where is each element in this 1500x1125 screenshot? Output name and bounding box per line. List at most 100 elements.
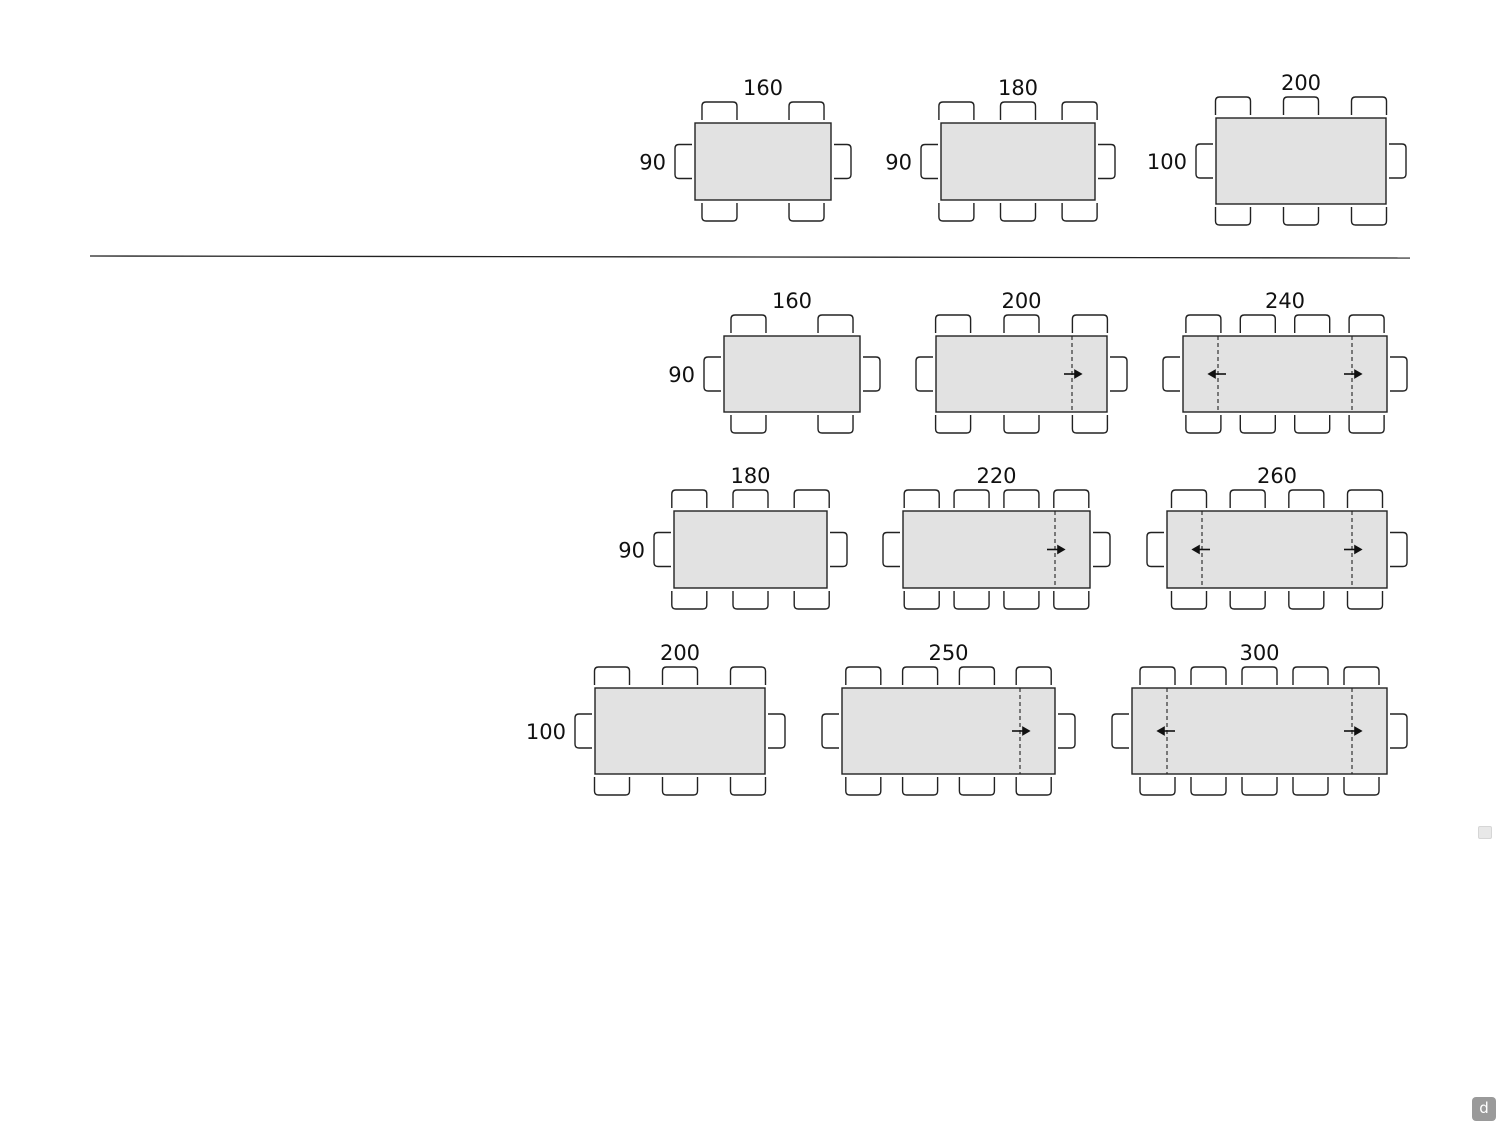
- tabletop: [940, 122, 1096, 201]
- chair-icon: [1346, 489, 1384, 508]
- table-length-label: 220: [976, 464, 1016, 488]
- chair-icon: [793, 591, 830, 610]
- chair-icon: [1348, 314, 1385, 333]
- chair-icon: [1390, 531, 1408, 568]
- chair-icon: [1294, 314, 1331, 333]
- table-diagram: 220: [882, 464, 1111, 610]
- chair-icon: [1058, 713, 1076, 749]
- table-diagram: 250: [821, 641, 1076, 796]
- chair-icon: [768, 713, 786, 749]
- tabletop: [694, 122, 832, 201]
- tabletop: [673, 510, 828, 589]
- d-logo-icon: d: [1472, 1097, 1496, 1121]
- chair-icon: [1214, 207, 1252, 226]
- chair-icon: [1146, 531, 1164, 568]
- chair-icon: [834, 143, 852, 180]
- table-diagram: 180 90: [885, 76, 1116, 222]
- chair-icon: [788, 203, 825, 222]
- arrowhead-icon: [1022, 726, 1031, 736]
- table-diagram: 200: [915, 289, 1128, 434]
- chair-icon: [701, 203, 738, 222]
- chair-icon: [901, 666, 939, 685]
- chair-icon: [671, 591, 708, 610]
- arrowhead-icon: [1354, 544, 1363, 555]
- table-diagram: 300: [1111, 641, 1408, 796]
- table-length-label: 250: [928, 641, 968, 665]
- table-length-label: 260: [1257, 464, 1297, 488]
- chair-icon: [730, 314, 767, 333]
- chair-icon: [661, 666, 699, 685]
- table-diagram: 260: [1146, 464, 1408, 610]
- tabletop: [902, 510, 1091, 589]
- chair-icon: [903, 591, 940, 610]
- table-diagram: 240: [1162, 289, 1408, 434]
- chair-icon: [732, 591, 769, 610]
- chair-icon: [593, 666, 631, 685]
- chair-icon: [901, 777, 939, 796]
- section-divider: [89, 255, 1411, 259]
- chair-icon: [732, 489, 769, 508]
- chair-icon: [953, 489, 990, 508]
- chair-icon: [1343, 666, 1380, 685]
- chair-icon: [1015, 777, 1052, 796]
- chair-icon: [817, 314, 854, 333]
- chair-icon: [1343, 777, 1380, 796]
- table-length-label: 180: [998, 76, 1038, 100]
- table-length-label: 200: [1001, 289, 1041, 313]
- chair-icon: [1214, 96, 1252, 115]
- chair-icon: [1162, 356, 1180, 392]
- chair-icon: [1390, 713, 1408, 749]
- table-width-label: 100: [526, 720, 566, 744]
- chair-icon: [934, 415, 972, 434]
- chair-icon: [1288, 489, 1325, 508]
- chair-icon: [1190, 666, 1227, 685]
- arrowhead-icon: [1207, 369, 1216, 379]
- chair-icon: [661, 777, 699, 796]
- chair-icon: [920, 143, 938, 180]
- tabletop: [1215, 117, 1387, 205]
- chair-icon: [674, 143, 692, 180]
- arrowhead-icon: [1057, 544, 1066, 555]
- chair-icon: [915, 356, 933, 392]
- chair-icon: [938, 101, 975, 120]
- tabletop: [594, 687, 766, 775]
- chair-icon: [1185, 415, 1222, 434]
- chair-icon: [845, 777, 882, 796]
- chair-icon: [1139, 777, 1176, 796]
- corner-mark-icon: [1478, 826, 1492, 839]
- chair-icon: [882, 531, 900, 568]
- chair-icon: [1292, 777, 1329, 796]
- chair-icon: [999, 203, 1037, 222]
- chair-icon: [1282, 96, 1320, 115]
- chair-icon: [1239, 314, 1276, 333]
- chair-icon: [1190, 777, 1227, 796]
- arrowhead-icon: [1354, 369, 1363, 379]
- chair-icon: [788, 101, 825, 120]
- chair-icon: [830, 531, 848, 568]
- table-length-label: 160: [743, 76, 783, 100]
- chair-icon: [1346, 591, 1384, 610]
- chair-icon: [1053, 489, 1090, 508]
- table-width-label: 90: [668, 363, 695, 387]
- chair-icon: [653, 531, 671, 568]
- chair-icon: [1003, 591, 1040, 610]
- chair-icon: [903, 489, 940, 508]
- chair-icon: [1061, 101, 1098, 120]
- chair-icon: [1239, 415, 1276, 434]
- table-diagram: 200 100: [526, 641, 786, 796]
- chair-icon: [729, 777, 767, 796]
- table-width-label: 90: [885, 151, 912, 175]
- chair-icon: [1350, 207, 1388, 226]
- chair-icon: [817, 415, 854, 434]
- chair-icon: [863, 356, 881, 392]
- chair-icon: [1170, 591, 1208, 610]
- arrowhead-icon: [1354, 726, 1363, 736]
- chair-icon: [958, 666, 996, 685]
- chair-icon: [1015, 666, 1052, 685]
- table-length-label: 200: [660, 641, 700, 665]
